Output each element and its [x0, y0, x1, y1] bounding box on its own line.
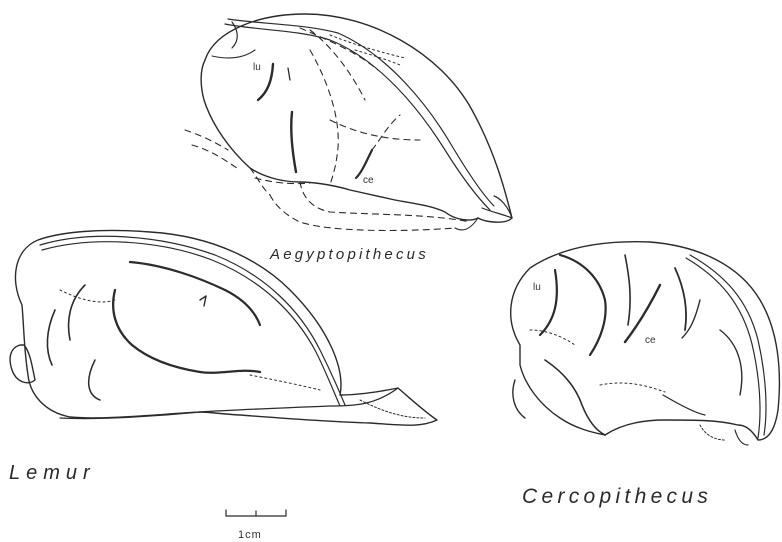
sulcus-label-lu: lu [533, 283, 541, 293]
scale-bar [226, 510, 286, 516]
species-label-cercopithecus: Cercopithecus [522, 486, 712, 507]
species-label-aegyptopithecus: Aegyptopithecus [270, 247, 429, 262]
scale-bar-label: 1cm [238, 530, 262, 541]
species-label-lemur: Lemur [9, 463, 96, 483]
sulcus-label-ce: ce [363, 176, 374, 186]
aegyptopithecus-brain [185, 14, 512, 230]
sulcus-label-lu: lu [253, 63, 261, 73]
sulcus-label-ce: ce [645, 336, 656, 346]
